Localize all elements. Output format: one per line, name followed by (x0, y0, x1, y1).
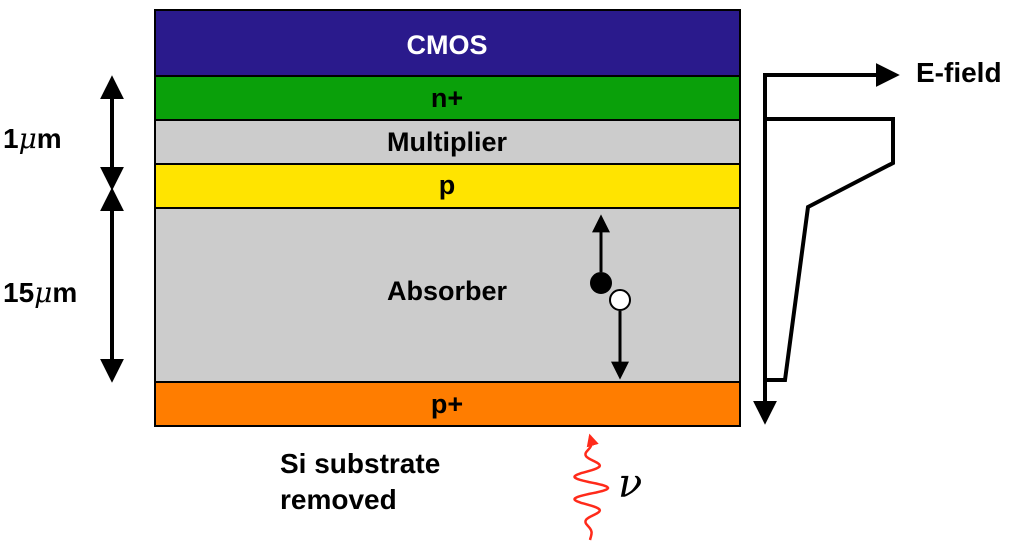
photon-wave (573, 433, 610, 541)
absorber-thickness-label: 15μm (3, 276, 77, 309)
photon-wave-icon (573, 433, 610, 541)
absorber-thickness-value: 15 (3, 277, 34, 308)
hole-dot (609, 289, 631, 311)
cmos-label: CMOS (407, 30, 488, 60)
mu-symbol: μ (34, 276, 52, 309)
multiplier-thickness-value: 1 (3, 123, 19, 154)
n-plus-label: n+ (431, 83, 463, 113)
photon-frequency-symbol: ν (618, 461, 642, 507)
p-plus-label: p+ (431, 389, 463, 419)
meter-unit: m (37, 123, 62, 154)
multiplier-label: Multiplier (387, 127, 507, 157)
mu-symbol: μ (19, 122, 37, 155)
substrate-note-line2: removed (280, 484, 397, 515)
n-plus-layer (154, 75, 741, 121)
multiplier-thickness-label: 1μm (3, 122, 62, 155)
e-field-curve (765, 117, 895, 382)
p-layer (154, 163, 741, 209)
e-field-profile (753, 63, 900, 425)
p-plus-layer (154, 381, 741, 427)
absorber-layer (154, 207, 741, 383)
carrier-pair (590, 214, 631, 380)
cmos-layer (154, 9, 741, 77)
e-field-label: E-field (916, 57, 1002, 88)
layer-stack (154, 9, 741, 427)
absorber-label: Absorber (387, 276, 508, 306)
meter-unit: m (52, 277, 77, 308)
p-label: p (439, 170, 456, 200)
electron-dot (590, 272, 612, 294)
substrate-note-line1: Si substrate (280, 448, 440, 479)
